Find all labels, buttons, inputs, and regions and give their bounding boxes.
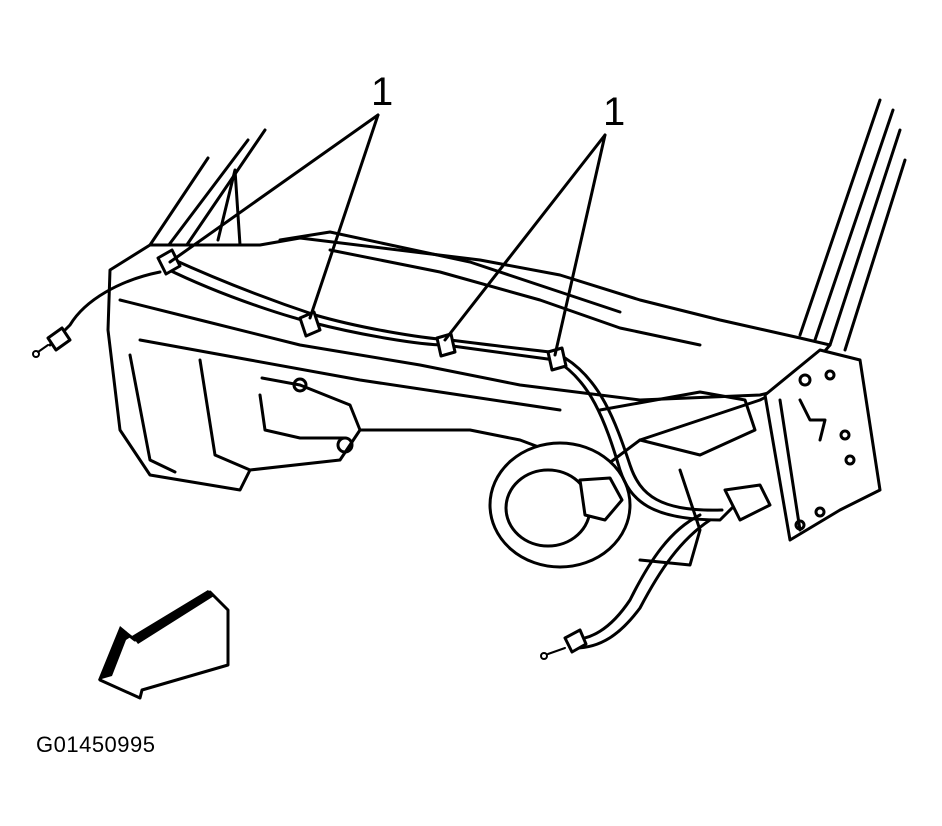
right-pillar-bracket [763,98,907,542]
direction-arrow-icon [98,590,230,700]
harness-clip [435,332,457,358]
round-motor [488,441,632,569]
housing-body [106,230,832,567]
connector-end-bottom [563,628,588,654]
figure-id: G01450995 [36,732,156,757]
callout-label: 1 [371,70,394,114]
callout-label: 1 [603,90,626,134]
left-mount-struts [148,128,267,257]
callout-leaders [168,113,607,357]
harness-clip [298,310,322,338]
connector-ends [32,326,588,660]
connector-end-left [46,326,72,352]
